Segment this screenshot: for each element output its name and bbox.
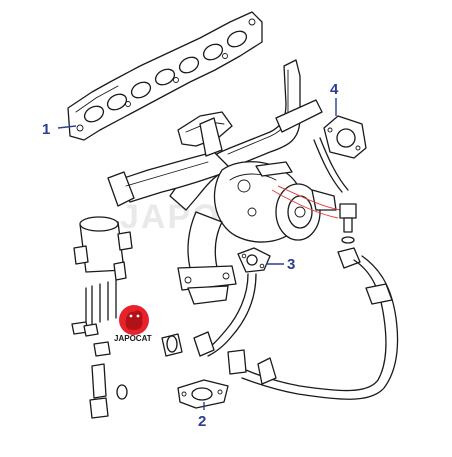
- turbocharger: [213, 161, 337, 243]
- callout-4-number: 4: [330, 81, 339, 98]
- callout-3-number: 3: [287, 256, 295, 273]
- oil-feed-gasket: [237, 247, 271, 273]
- filter-housing: [73, 216, 133, 281]
- japocat-logo: JAPOCAT: [114, 305, 152, 343]
- callout-2: 2: [198, 402, 206, 430]
- callout-4: 4: [330, 81, 339, 116]
- mounting-studs: [85, 279, 117, 327]
- logo-wordmark: JAPOCAT: [114, 334, 152, 343]
- vent-hose: [313, 137, 349, 193]
- oil-feed-pipe: [227, 203, 399, 400]
- oil-return-pipe: [193, 273, 257, 357]
- callout-1-number: 1: [42, 121, 50, 138]
- callout-3: 3: [266, 256, 295, 273]
- nuts-and-washers: [71, 321, 128, 419]
- oil-line-highlight: [271, 185, 341, 219]
- turbo-elbow: [177, 211, 237, 305]
- callout-1-leader: [57, 125, 77, 129]
- callout-1: 1: [42, 121, 77, 138]
- union-fitting: [161, 333, 183, 357]
- exhaust-manifold-gasket: [67, 11, 263, 141]
- callout-2-number: 2: [198, 413, 206, 430]
- egr-gasket: [323, 115, 367, 159]
- exhaust-manifold: [107, 59, 323, 211]
- flange-gasket: [177, 379, 229, 409]
